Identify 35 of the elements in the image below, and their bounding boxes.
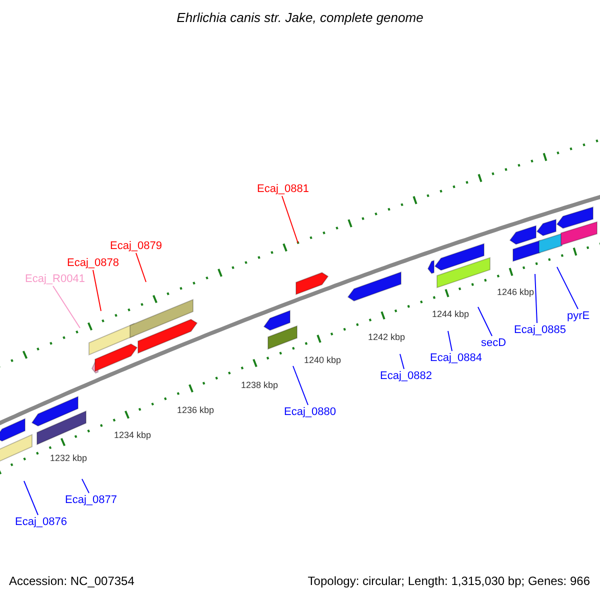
gene-label: Ecaj_0877 [65,494,117,506]
gene-label: Ecaj_0878 [67,257,119,269]
gene-label: Ecaj_0881 [257,183,309,195]
leader-line [82,478,90,494]
gene-label: Ecaj_0885 [514,324,566,336]
leader-line [136,252,146,282]
gene-label: pyrE [567,310,590,322]
leader-line [92,270,102,312]
leader-line [52,286,80,328]
tick-label: 1244 kbp [432,308,470,320]
tick-label: 1232 kbp [50,452,88,464]
gene-label: Ecaj_0876 [15,516,67,528]
tick-label: 1242 kbp [368,331,406,343]
tick-label: 1238 kbp [241,379,278,391]
leader-line [400,354,404,370]
leader-line [24,480,38,516]
gene-label: Ecaj_0882 [380,370,432,382]
gene-label: Ecaj_0884 [430,352,482,364]
tick-label: 1236 kbp [177,404,214,416]
tick-label: 1240 kbp [304,354,342,366]
gene-label: Ecaj_R0041 [25,273,85,285]
leader-line [282,196,298,244]
genome-info-text: Topology: circular; Length: 1,315,030 bp; Genes: 966 [308,575,590,587]
gene-label: Ecaj_0879 [110,240,162,252]
map-title: Ehrlichia canis str. Jake, complete genome [176,10,424,25]
gene-label: secD [481,337,506,349]
tick-label: 1246 kbp [497,286,534,298]
gene-label: Ecaj_0880 [284,406,336,418]
accession-text: Accession: NC_007354 [9,575,134,587]
leader-line [478,306,492,336]
leader-line [534,274,538,324]
leader-line [448,330,452,352]
leader-line [292,366,308,406]
tick-label: 1234 kbp [114,429,152,441]
leader-line [556,266,578,310]
